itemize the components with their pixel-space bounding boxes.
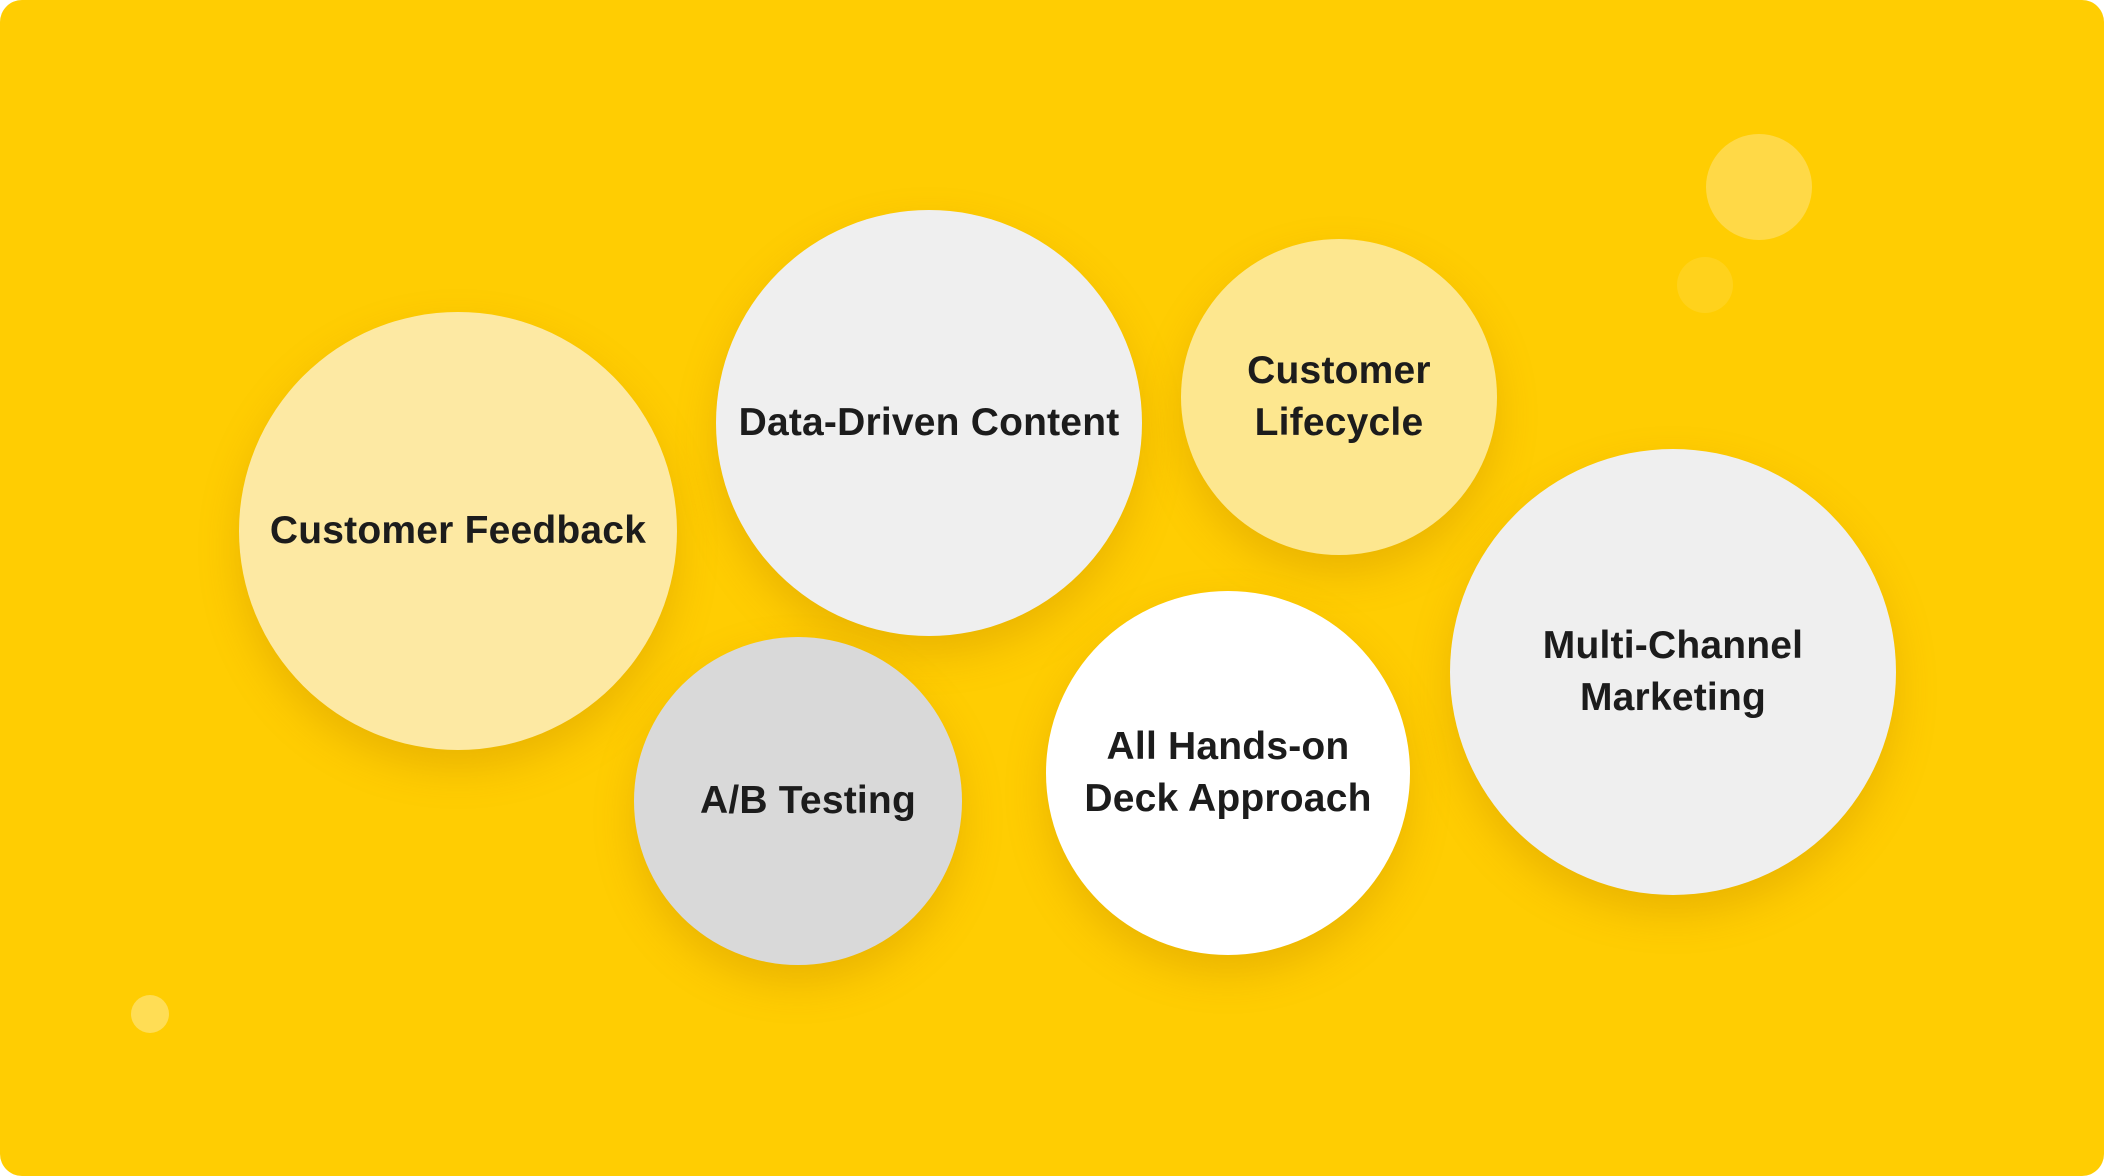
bubble-all-hands-on-deck: All Hands-on Deck Approach [1046, 591, 1410, 955]
bubble-data-driven-content: Data-Driven Content [716, 210, 1142, 636]
bubble-customer-feedback: Customer Feedback [239, 312, 677, 750]
bubble-label: Customer Lifecycle [1247, 349, 1431, 444]
decor-circle-small [1677, 257, 1733, 313]
bubble-label: Customer Feedback [269, 509, 647, 553]
bubble-label: Multi-Channel Marketing [1542, 624, 1804, 719]
decor-circle-tiny [131, 995, 169, 1033]
bubble-multi-channel-marketing: Multi-Channel Marketing [1450, 449, 1896, 895]
decor-circle-large [1706, 134, 1812, 240]
bubble-ab-testing: A/B Testing [634, 637, 962, 965]
bubble-label: A/B Testing [700, 779, 916, 823]
bubble-label: Data-Driven Content [738, 401, 1120, 445]
bubble-customer-lifecycle: Customer Lifecycle [1181, 239, 1497, 555]
bubble-label: All Hands-on Deck Approach [1084, 725, 1372, 820]
